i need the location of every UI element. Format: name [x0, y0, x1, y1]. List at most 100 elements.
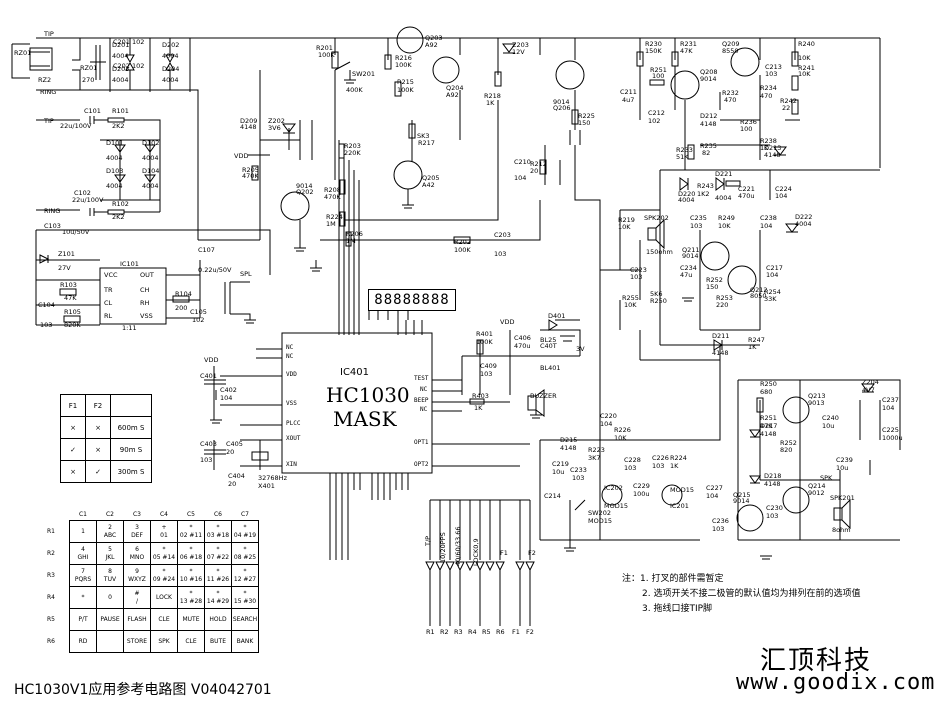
svg-text:D213: D213	[764, 144, 781, 152]
svg-text:XIN: XIN	[286, 461, 297, 468]
svg-text:103: 103	[624, 464, 636, 472]
svg-text:RZ01: RZ01	[14, 49, 31, 57]
keypad-col-3: C3	[132, 511, 141, 518]
svg-text:C228: C228	[624, 456, 641, 464]
svg-text:Q202: Q202	[296, 188, 314, 196]
svg-text:C235: C235	[690, 214, 707, 222]
svg-text:100K: 100K	[397, 86, 414, 94]
keypad-key: #/	[123, 586, 151, 609]
svg-text:R224: R224	[326, 213, 343, 221]
r6-label: R6	[496, 628, 505, 636]
svg-text:4148: 4148	[240, 123, 257, 131]
svg-text:R201: R201	[316, 44, 333, 52]
svg-text:C219: C219	[552, 460, 569, 468]
svg-text:D401: D401	[548, 312, 565, 320]
svg-text:BL25: BL25	[540, 336, 556, 344]
svg-text:D217: D217	[760, 422, 777, 430]
keypad-key: SPK	[150, 630, 178, 653]
svg-text:IC101: IC101	[120, 260, 139, 268]
svg-text:100: 100	[652, 72, 664, 80]
svg-text:C223: C223	[630, 266, 647, 274]
svg-text:A92: A92	[425, 41, 438, 49]
keypad-row-6: R6	[47, 637, 55, 645]
svg-text:1000u: 1000u	[882, 434, 903, 442]
keypad-row-4: R4	[47, 593, 55, 601]
row3-value: 300m S	[110, 460, 152, 483]
svg-text:150: 150	[578, 119, 590, 127]
svg-text:R105: R105	[64, 308, 81, 316]
svg-text:9014: 9014	[296, 182, 313, 190]
svg-text:102: 102	[648, 117, 660, 125]
svg-text:NC: NC	[286, 344, 294, 351]
svg-text:R212: R212	[530, 160, 547, 168]
svg-text:220K: 220K	[344, 149, 361, 157]
svg-text:RZ01: RZ01	[80, 64, 97, 72]
keypad-key: P/T	[69, 608, 97, 631]
ic401: IC401 HC1030 MASK NC NC VDD VSS PLCC XOU…	[220, 320, 530, 490]
svg-text:4u7: 4u7	[622, 96, 634, 104]
svg-text:4148: 4148	[760, 430, 777, 438]
tip-label: TIP	[43, 30, 54, 38]
svg-text:NC: NC	[286, 353, 294, 360]
spl-label: SPL	[240, 270, 252, 278]
svg-text:22u/100V: 22u/100V	[72, 196, 104, 204]
keypad-key: *	[69, 586, 97, 609]
svg-text:20: 20	[530, 167, 538, 175]
header-f1: F1	[60, 394, 86, 417]
svg-text:MOD15: MOD15	[670, 486, 694, 494]
svg-text:47u: 47u	[680, 271, 692, 279]
svg-text:F1: F1	[500, 549, 508, 557]
svg-text:4004: 4004	[715, 194, 732, 202]
svg-text:4148: 4148	[764, 480, 781, 488]
svg-text:C212: C212	[648, 109, 665, 117]
svg-text:IC201: IC201	[670, 502, 689, 510]
svg-text:R223: R223	[588, 446, 605, 454]
svg-text:Q211: Q211	[682, 246, 700, 254]
svg-text:10K: 10K	[618, 223, 631, 231]
keypad-key: MUTE	[177, 608, 205, 631]
f1-label: F1	[512, 628, 520, 636]
svg-text:10u: 10u	[822, 422, 834, 430]
opt-pps: 10/20PPS	[439, 532, 447, 563]
svg-text:150: 150	[706, 283, 718, 291]
svg-text:RZ2: RZ2	[38, 76, 51, 84]
svg-text:470K: 470K	[324, 193, 341, 201]
svg-text:470: 470	[724, 96, 736, 104]
svg-text:R203: R203	[344, 142, 361, 150]
svg-text:100K: 100K	[454, 246, 471, 254]
svg-text:D218: D218	[764, 472, 781, 480]
header-value	[110, 394, 152, 417]
keypad-key: CLE	[150, 608, 178, 631]
svg-text:SK3: SK3	[417, 132, 430, 140]
svg-text:150ohm: 150ohm	[646, 248, 673, 256]
svg-text:R102: R102	[112, 200, 129, 208]
keypad-key: *09 #24	[150, 564, 178, 587]
svg-text:R250: R250	[760, 380, 777, 388]
svg-text:Q205: Q205	[422, 174, 440, 182]
svg-text:CL: CL	[104, 299, 113, 307]
svg-text:R252: R252	[780, 439, 797, 447]
svg-text:C233: C233	[570, 466, 587, 474]
svg-text:4004: 4004	[678, 196, 695, 204]
svg-text:1M: 1M	[346, 237, 356, 245]
ic401-ref: IC401	[340, 367, 369, 378]
svg-text:C240: C240	[822, 414, 839, 422]
svg-text:Q203: Q203	[425, 34, 443, 42]
svg-text:10K: 10K	[798, 70, 811, 78]
svg-text:22u/100V: 22u/100V	[60, 122, 92, 130]
svg-text:2K2: 2K2	[112, 122, 125, 130]
keypad-key: *15 #30	[231, 586, 259, 609]
r5-label: R5	[482, 628, 491, 636]
svg-text:4004: 4004	[112, 76, 129, 84]
svg-text:103: 103	[494, 250, 506, 258]
svg-text:PLCC: PLCC	[286, 420, 301, 427]
svg-text:103: 103	[652, 462, 664, 470]
svg-text:3V: 3V	[576, 345, 585, 353]
brand-url: www.goodix.com	[736, 670, 936, 695]
